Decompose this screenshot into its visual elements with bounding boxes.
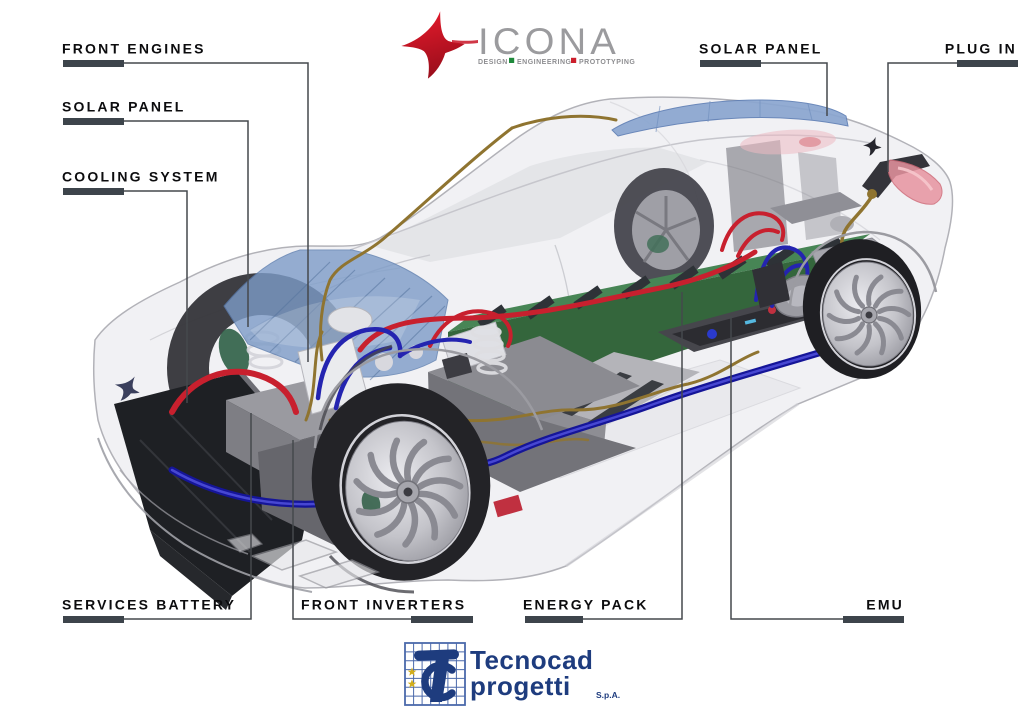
far-rear-wheel	[614, 168, 714, 284]
tail-light	[887, 159, 943, 205]
svg-text:PROTOTYPING: PROTOTYPING	[579, 59, 635, 66]
leader-solar-panel-right	[760, 62, 828, 116]
leader-plug-in	[887, 62, 957, 172]
tecnocad-suffix: S.p.A.	[596, 690, 620, 700]
label-solar-panel-right: SOLAR PANEL	[699, 41, 823, 57]
label-solar-panel-left: SOLAR PANEL	[62, 99, 186, 115]
label-front-inverters: FRONT INVERTERS	[301, 597, 467, 613]
leader-cooling-system	[124, 190, 188, 403]
leader-emu	[730, 316, 843, 620]
label-plug-in: PLUG IN	[944, 41, 1017, 57]
tagline-green-square	[509, 57, 515, 63]
tagline-red-square	[571, 57, 577, 63]
leader-solar-panel-left	[124, 120, 249, 327]
icona-swoosh-icon	[401, 11, 465, 79]
svg-text:ENGINEERING: ENGINEERING	[517, 59, 572, 66]
tecnocad-tc-monogram	[414, 649, 459, 702]
front-wheel	[311, 344, 491, 594]
label-cooling-system: COOLING SYSTEM	[62, 169, 220, 185]
leader-front-engines	[124, 62, 309, 362]
tecnocad-logo: Tecnocad progetti S.p.A.	[404, 642, 620, 706]
body-outlines	[97, 230, 938, 593]
tail-light-glow	[740, 129, 836, 155]
rear-wheel	[802, 239, 922, 379]
label-energy-pack: ENERGY PACK	[523, 597, 649, 613]
side-glass	[372, 147, 708, 262]
tecnocad-stars-icon	[407, 667, 417, 688]
tecnocad-grid-icon	[404, 642, 466, 706]
leader-services-battery	[124, 413, 252, 620]
tecnocad-line2: progetti	[470, 671, 571, 701]
label-services-battery: SERVICES BATTERY	[62, 597, 237, 613]
label-front-engines: FRONT ENGINES	[62, 41, 206, 57]
leader-lines	[124, 62, 957, 620]
icona-logo: ICONA DESIGN ENGINEERING PROTOTYPING	[401, 11, 635, 79]
icona-tagline: DESIGN ENGINEERING PROTOTYPING	[478, 57, 635, 66]
tecnocad-line1: Tecnocad	[470, 645, 593, 675]
cable-red	[169, 211, 786, 415]
svg-text:DESIGN: DESIGN	[478, 59, 508, 66]
icona-wordmark: ICONA	[478, 21, 620, 62]
leader-front-inverters	[292, 440, 411, 620]
leader-energy-pack	[583, 292, 683, 620]
label-bars	[63, 60, 1018, 623]
label-emu: EMU	[866, 597, 904, 613]
solar-panel-roof	[611, 99, 849, 137]
